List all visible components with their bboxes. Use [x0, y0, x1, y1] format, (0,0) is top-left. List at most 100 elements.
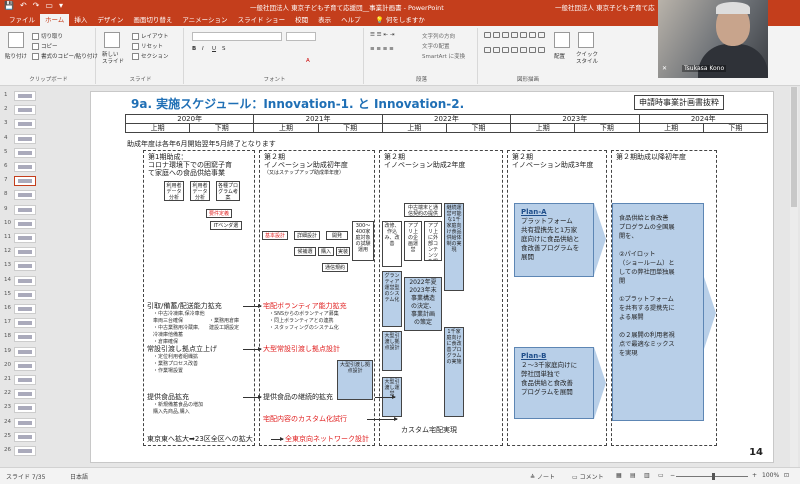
slide-thumbnail[interactable]: 22 [4, 389, 38, 400]
align-text-button[interactable]: 文字の配置 [422, 44, 450, 50]
zoom-out-icon[interactable]: − [670, 472, 676, 479]
slide-thumbnail[interactable]: 17 [4, 318, 38, 329]
tab-home[interactable]: ホーム [40, 14, 70, 26]
half-cell: 上期 [381, 123, 447, 133]
shapes-gallery[interactable] [484, 32, 545, 60]
quick-styles-icon[interactable] [578, 32, 594, 48]
zoom-knob[interactable] [712, 473, 715, 480]
new-slide-icon[interactable] [104, 32, 120, 48]
slide-thumbnail-preview [14, 247, 36, 258]
font-color-icon[interactable]: A [306, 58, 310, 64]
tab-design[interactable]: デザイン [97, 16, 124, 24]
zoom-level[interactable]: 100% [762, 472, 780, 479]
clipboard-group-label: クリップボード [29, 77, 68, 83]
slide-thumbnail[interactable]: 8 [4, 190, 38, 201]
slide-thumbnail[interactable]: 5 [4, 147, 38, 158]
bold-icon[interactable]: B [192, 46, 197, 52]
arrange-icon[interactable] [554, 32, 570, 48]
view-reading-icon[interactable]: ▥ [644, 472, 650, 479]
format-painter-button[interactable]: 書式のコピー/貼り付け [32, 52, 98, 60]
slide-thumbnail[interactable]: 26 [4, 446, 38, 456]
slide-thumbnail[interactable]: 7 [4, 176, 38, 187]
slide-thumbnail[interactable]: 25 [4, 431, 38, 442]
slideshow-icon[interactable]: ▭ [658, 472, 664, 479]
slide-thumbnail-number: 4 [4, 134, 8, 141]
slide-thumbnail[interactable]: 21 [4, 375, 38, 385]
paste-icon[interactable] [8, 32, 24, 48]
present-icon[interactable]: ▭ [45, 1, 53, 10]
arrange-button[interactable]: 配置 [554, 54, 566, 60]
language-indicator[interactable]: 日本語 [70, 474, 89, 481]
section-large-base: 大型常設引渡し拠点設計 [263, 345, 340, 353]
slide-thumbnail[interactable]: 3 [4, 119, 38, 130]
font-size-select[interactable] [286, 32, 316, 41]
slide-thumbnail[interactable]: 6 [4, 162, 38, 172]
tab-animations[interactable]: アニメーション [182, 16, 228, 24]
customize-icon[interactable]: ▾ [58, 1, 63, 10]
notes-button[interactable]: ≜ ノート [530, 474, 555, 481]
undo-icon[interactable]: ↶ [19, 1, 27, 10]
plan-a-body: プラットフォーム 共有提携先と1万家 庭向けに食品供給と 食改善プログラムを 展… [521, 217, 580, 261]
slide-thumbnail[interactable]: 13 [4, 261, 38, 272]
slide-thumbnail[interactable]: 19 [4, 346, 38, 357]
slide-thumbnail-preview [14, 204, 36, 215]
bullet-b4: 冷凍庫他備蓄 [153, 332, 184, 338]
comments-button[interactable]: ▭ コメント [572, 474, 604, 481]
tab-file[interactable]: ファイル [9, 16, 35, 24]
tell-me-search[interactable]: 💡 何をしますか [375, 16, 425, 24]
fit-slide-icon[interactable]: ⊡ [784, 472, 790, 479]
tab-help[interactable]: ヘルプ [341, 16, 361, 24]
copy-button[interactable]: コピー [32, 42, 58, 50]
new-slide-button[interactable]: 新しい スライド [102, 52, 125, 65]
slide-thumbnail[interactable]: 11 [4, 233, 38, 243]
zoom-slider[interactable] [676, 473, 748, 480]
slide-thumbnail[interactable]: 1 [4, 91, 38, 101]
text-direction-button[interactable]: 文字列の方向 [422, 34, 456, 40]
zoom-in-icon[interactable]: + [752, 472, 758, 479]
scroll-thumb[interactable] [791, 87, 797, 207]
view-sorter-icon[interactable]: ▤ [630, 472, 636, 479]
section-button[interactable]: セクション [132, 52, 169, 60]
slide-thumbnail[interactable]: 16 [4, 304, 38, 314]
shadow-icon[interactable]: S [222, 46, 226, 52]
slide-thumbnail[interactable]: 9 [4, 204, 38, 215]
slide-thumbnail[interactable]: 14 [4, 275, 38, 286]
slide-thumbnail[interactable]: 12 [4, 247, 38, 258]
font-name-select[interactable] [192, 32, 282, 41]
vertical-scrollbar[interactable] [790, 87, 798, 467]
quick-styles-button[interactable]: クイック スタイル [576, 52, 599, 65]
layout-button[interactable]: レイアウト [132, 32, 169, 40]
align-icons[interactable]: ≡ ≡ ≡ ≡ [370, 46, 394, 52]
slide-thumbnail-number: 11 [4, 234, 11, 240]
slide-thumbnail[interactable]: 18 [4, 332, 38, 343]
reset-button[interactable]: リセット [132, 42, 163, 50]
font-group: B I U S A フォント [186, 28, 364, 84]
underline-icon[interactable]: U [212, 46, 217, 52]
save-icon[interactable]: 💾 [4, 1, 14, 10]
redo-icon[interactable]: ↷ [32, 1, 40, 10]
slide[interactable]: 9a. 実施スケジュール：Innovation-1. と Innovation-… [90, 91, 774, 463]
italic-icon[interactable]: I [202, 46, 204, 52]
slide-thumbnail[interactable]: 10 [4, 218, 38, 229]
smartart-button[interactable]: SmartArt に変換 [422, 54, 466, 60]
tab-review[interactable]: 校閲 [295, 16, 309, 24]
slide-thumbnail[interactable]: 4 [4, 133, 38, 144]
bullets-icon[interactable]: ☰ ☰ ⇤ ⇥ [370, 32, 395, 38]
view-normal-icon[interactable]: ▦ [616, 472, 622, 479]
slide-thumbnail-preview [14, 446, 36, 456]
slide-thumbnail[interactable]: 2 [4, 105, 38, 116]
cut-button[interactable]: 切り取り [32, 32, 63, 40]
tab-slideshow[interactable]: スライド ショー [237, 16, 286, 24]
ribbon-tabs: ファイル ホーム 挿入 デザイン 画面切り替え アニメーション スライド ショー… [0, 12, 800, 26]
slide-thumbnail[interactable]: 23 [4, 403, 38, 414]
arrow-pickup [243, 304, 262, 308]
paste-button[interactable]: 貼り付け [5, 54, 28, 60]
slide-thumbnail-number: 17 [4, 319, 11, 326]
slide-thumbnail[interactable]: 15 [4, 289, 38, 300]
slide-thumbnail[interactable]: 20 [4, 360, 38, 371]
trial-box: 300～400家庭対象の試験運用 [352, 221, 374, 261]
slide-thumbnail[interactable]: 24 [4, 417, 38, 428]
tab-view[interactable]: 表示 [318, 16, 332, 24]
tab-transitions[interactable]: 画面切り替え [133, 16, 173, 24]
tab-insert[interactable]: 挿入 [74, 16, 88, 24]
